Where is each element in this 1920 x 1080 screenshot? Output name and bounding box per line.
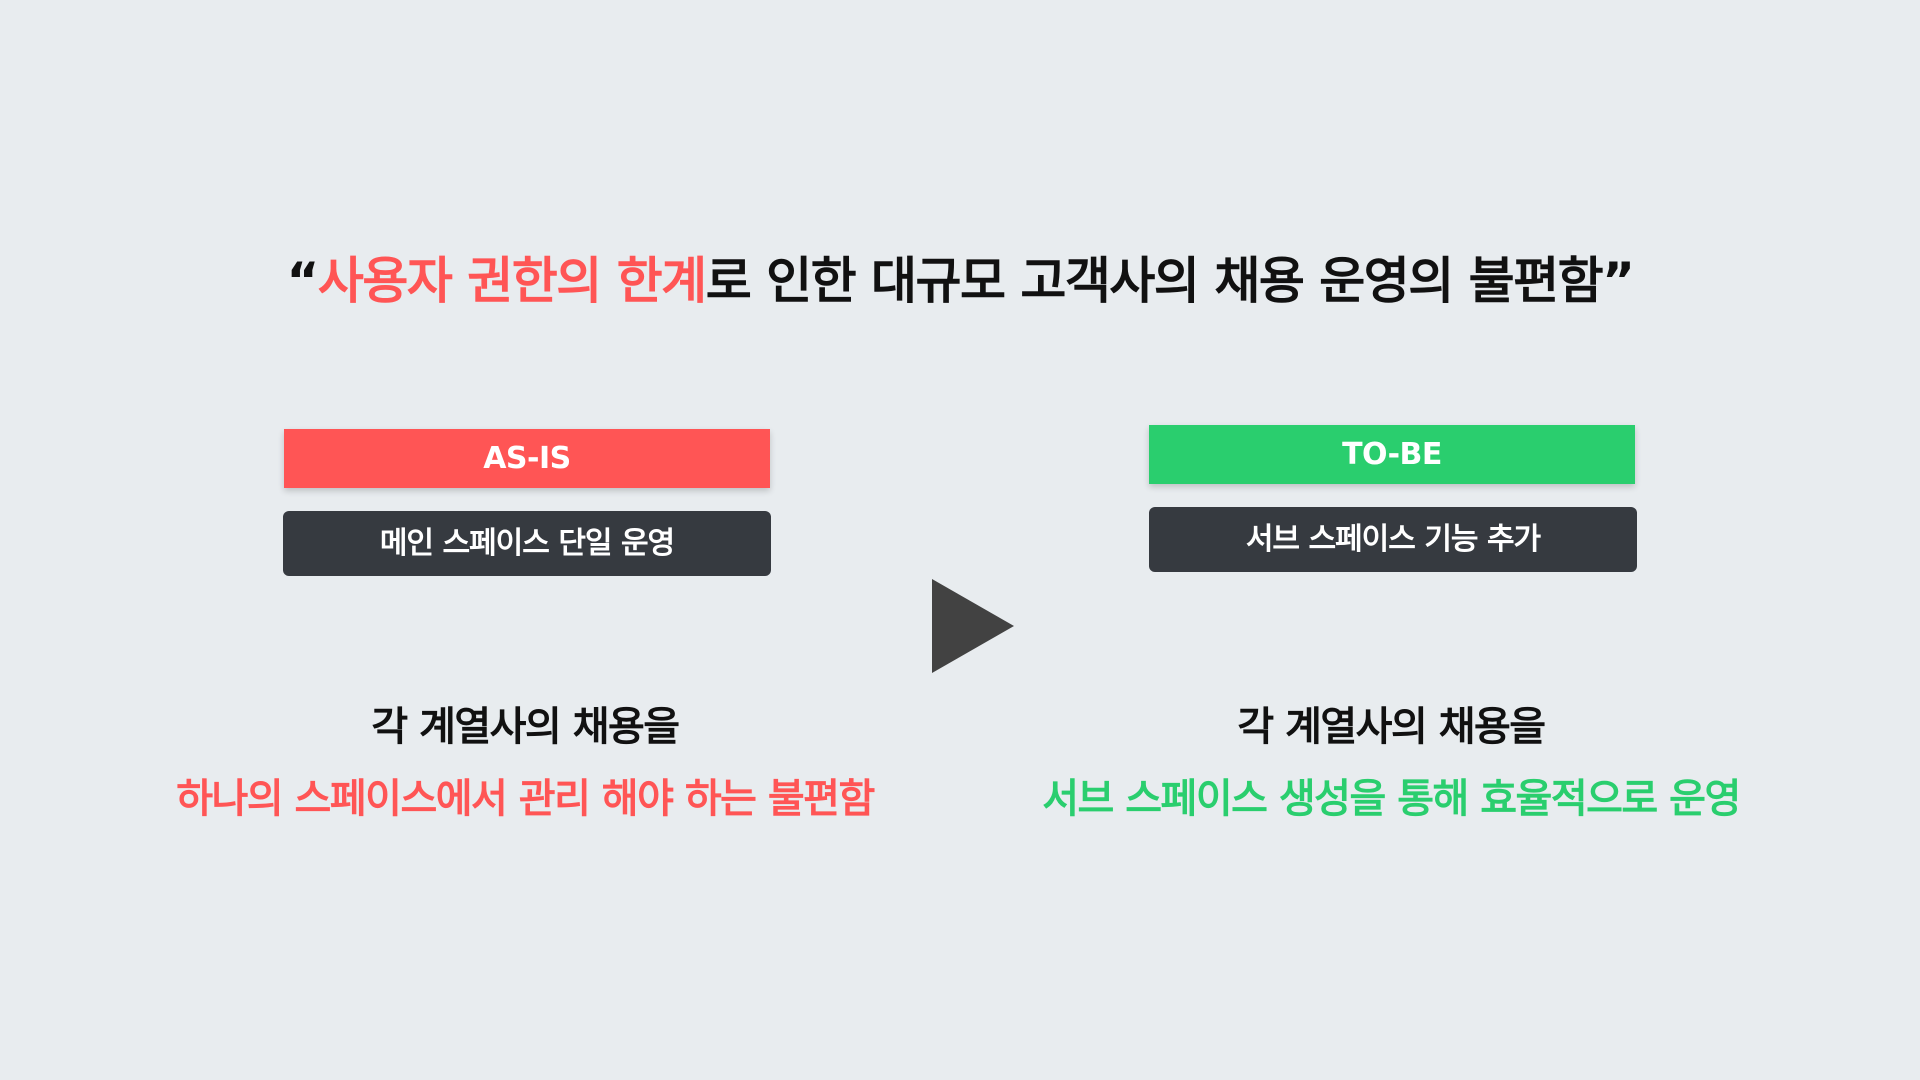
title-rest: 로 인한 대규모 고객사의 채용 운영의 불편함 bbox=[705, 252, 1604, 310]
slide-title: “사용자 권한의 한계로 인한 대규모 고객사의 채용 운영의 불편함” bbox=[0, 248, 1920, 314]
as-is-description-line1: 각 계열사의 채용을 bbox=[371, 704, 680, 750]
to-be-column: TO-BE 서브 스페이스 기능 추가 bbox=[1149, 425, 1637, 572]
as-is-feature-box: 메인 스페이스 단일 운영 bbox=[283, 511, 771, 576]
to-be-badge: TO-BE bbox=[1149, 425, 1635, 484]
to-be-description-line1: 각 계열사의 채용을 bbox=[1237, 704, 1546, 750]
to-be-feature-box: 서브 스페이스 기능 추가 bbox=[1149, 507, 1637, 572]
title-open-quote: “ bbox=[286, 252, 319, 310]
as-is-description-line2: 하나의 스페이스에서 관리 해야 하는 불편함 bbox=[176, 776, 875, 822]
as-is-badge: AS-IS bbox=[284, 429, 770, 488]
title-highlight: 사용자 권한의 한계 bbox=[317, 252, 707, 310]
play-arrow-icon bbox=[932, 579, 1014, 673]
as-is-column: AS-IS 메인 스페이스 단일 운영 bbox=[283, 429, 771, 576]
title-close-quote: ” bbox=[1602, 252, 1635, 310]
to-be-description-line2: 서브 스페이스 생성을 통해 효율적으로 운영 bbox=[1042, 776, 1741, 822]
